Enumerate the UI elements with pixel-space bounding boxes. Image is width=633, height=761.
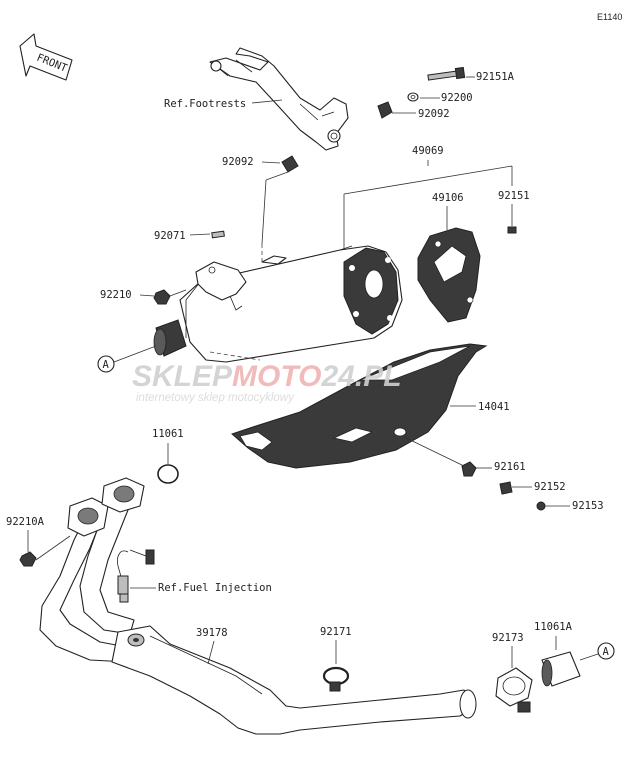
collar-92152 [499, 481, 513, 495]
gasket-11061 [157, 464, 179, 484]
part-11061: 11061 [152, 428, 184, 440]
svg-text:A: A [103, 359, 110, 371]
nut-92210 [153, 289, 171, 305]
nut-92210A [19, 551, 37, 567]
oxygen-sensor [117, 549, 155, 603]
part-92153: 92153 [572, 500, 604, 512]
clamp-92171 [322, 666, 350, 692]
part-92071: 92071 [154, 230, 186, 242]
part-11061A: 11061A [534, 621, 573, 633]
part-49106: 49106 [432, 192, 464, 204]
part-92151A: 92151A [476, 71, 515, 83]
svg-text:SKLEPMOTO24.PL: SKLEPMOTO24.PL [132, 360, 402, 393]
footrest-bracket [209, 47, 349, 151]
part-92200: 92200 [441, 92, 473, 104]
bolt-92151A [427, 66, 466, 81]
grommet-92092-upper [377, 101, 393, 119]
part-92173: 92173 [492, 632, 524, 644]
part-49069: 49069 [412, 145, 444, 157]
exhaust-header-pipe-39178 [39, 477, 477, 735]
watermark: SKLEPMOTO24.PL internetowy sklep motocyk… [132, 360, 402, 404]
part-92210: 92210 [100, 289, 132, 301]
svg-text:A: A [603, 646, 610, 658]
part-14041: 14041 [478, 401, 510, 413]
bolt-92161 [461, 461, 477, 477]
stud-92071 [211, 230, 225, 239]
end-cap-cover-49106 [417, 227, 481, 323]
heat-guard-14041 [231, 343, 488, 469]
watermark-brand-d: .PL [355, 360, 402, 393]
ref-footrests-label: Ref.Footrests [164, 98, 246, 110]
part-92171: 92171 [320, 626, 352, 638]
diagram-code: E1140 [597, 12, 622, 22]
watermark-brand-a: SKLEP [132, 360, 233, 393]
gasket-11061A [541, 651, 581, 687]
washer-92153 [536, 501, 546, 511]
part-92151: 92151 [498, 190, 530, 202]
callout-a-right: A [597, 642, 615, 660]
watermark-brand-b: MOTO [232, 360, 321, 393]
bolt-92151 [507, 226, 517, 234]
part-39178: 39178 [196, 627, 228, 639]
grommet-92092-lower [281, 155, 299, 173]
ref-fuel-injection-label: Ref.Fuel Injection [158, 582, 272, 594]
part-92092-upper: 92092 [418, 108, 450, 120]
callout-a-left: A [97, 355, 115, 373]
part-92092-lower: 92092 [222, 156, 254, 168]
watermark-brand-c: 24 [320, 360, 355, 393]
muffler-body-49069 [153, 245, 403, 363]
front-arrow-icon: FRONT [19, 33, 73, 81]
part-92152: 92152 [534, 481, 566, 493]
part-92161: 92161 [494, 461, 526, 473]
watermark-tagline: internetowy sklep motocyklowy [136, 392, 295, 404]
clamp-92173 [495, 667, 533, 713]
washer-92200 [407, 92, 419, 102]
part-92210A: 92210A [6, 516, 45, 528]
